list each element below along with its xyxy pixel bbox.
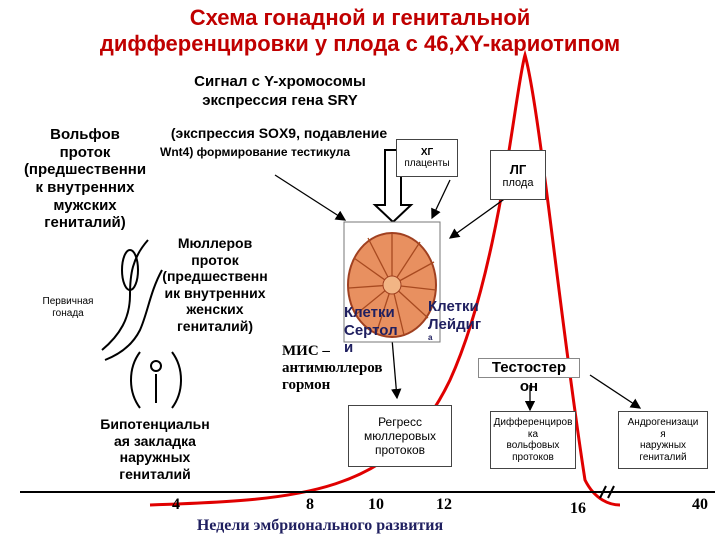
wolff-duct-label: Вольфов проток (предшественни к внутренн… xyxy=(6,126,164,232)
wolff-diff-box: Дифференциров ка вольфовых протоков xyxy=(490,411,576,469)
androgen-line-4: гениталий xyxy=(639,451,687,463)
wolff-line-3: (предшественни xyxy=(23,161,147,179)
regress-box: Регресс мюллеровых протоков xyxy=(348,405,452,467)
sertoli-line-2: Сертол xyxy=(344,321,398,339)
tick-4: 4 xyxy=(172,496,180,513)
external-genital-icon xyxy=(130,351,182,409)
mis-line-3: гормон xyxy=(282,376,331,393)
wolff-line-6: гениталий) xyxy=(44,214,126,232)
wolff-line-4: к внутренних xyxy=(35,179,135,197)
muller-line-4: ик внутренних xyxy=(164,284,266,301)
muller-line-5: женских xyxy=(186,301,244,318)
leydig-line-2: Лейдиг xyxy=(428,315,482,333)
testosterone-line-2: он xyxy=(519,377,539,395)
wolff-diff-line-4: протоков xyxy=(512,451,554,463)
muller-line-6: гениталий) xyxy=(176,317,254,334)
bipotential-line-2: ая закладка xyxy=(114,432,196,449)
arrow-lh-to-leydig xyxy=(448,194,511,239)
primary-gonad-line-2: гонада xyxy=(52,307,84,319)
primary-gonad-line-1: Первичная xyxy=(42,296,94,307)
hcg-box: ХГ плаценты xyxy=(396,139,458,177)
title-line-2: дифференцировки у плода с 46,XY-кариотип… xyxy=(99,31,621,56)
androgen-line-3: наружных xyxy=(639,440,687,451)
lh-line-2: плода xyxy=(502,176,534,189)
tick-40: 40 xyxy=(692,496,708,513)
bipotential-line-1: Бипотенциальн xyxy=(100,416,210,432)
primary-gonad-label: Первичная гонада xyxy=(28,296,108,320)
wolff-diff-line-2: ка xyxy=(527,428,539,440)
testosterone-line-1: Тестостер xyxy=(478,358,580,378)
wolff-diff-line-1: Дифференциров xyxy=(493,417,573,428)
signal-line-3: (экспрессия SOX9, подавление xyxy=(170,125,388,141)
gonad-duct-illustration xyxy=(101,239,163,361)
arrow-to-androgen xyxy=(589,374,642,409)
title-line-1: Схема гонадной и генитальной xyxy=(189,5,531,30)
signal-line-4: Wnt4) формирование тестикула xyxy=(160,145,351,159)
bipotential-line-3: наружных xyxy=(119,449,191,466)
sertoli-line-3: и xyxy=(344,339,354,357)
testosterone-label: Тестостер он xyxy=(478,358,580,395)
androgen-line-2: я xyxy=(660,428,666,440)
hcg-line-2: плаценты xyxy=(404,158,450,169)
muller-line-3: (предшественн xyxy=(162,268,268,285)
testis-illustration xyxy=(343,221,441,343)
signal-line-1: Сигнал с Y-хромосомы xyxy=(194,73,366,90)
bipotential-label: Бипотенциальн ая закладка наружных генит… xyxy=(70,416,240,482)
androgen-box: Андрогенизаци я наружных гениталий xyxy=(618,411,708,469)
wolff-diff-line-3: вольфовых xyxy=(506,440,560,451)
sertoli-cells-label: Клетки Сертол и xyxy=(344,304,410,357)
tick-8: 8 xyxy=(306,496,314,513)
hormone-curve xyxy=(149,49,621,507)
hcg-line-1: ХГ xyxy=(420,147,434,158)
regress-line-2: мюллеровых xyxy=(363,429,436,443)
tick-16: 16 xyxy=(570,500,586,517)
mis-label: МИС – антимюллеров гормон xyxy=(282,332,412,404)
wolff-line-5: мужских xyxy=(53,196,117,214)
timeline-label: Недели эмбрионального развития xyxy=(196,517,444,534)
lh-line-1: ЛГ xyxy=(509,161,527,177)
tick-12: 12 xyxy=(436,496,452,513)
tick-10: 10 xyxy=(368,496,384,513)
bipotential-line-4: гениталий xyxy=(119,465,191,482)
regress-line-1: Регресс xyxy=(378,415,422,429)
leydig-line-3: а xyxy=(428,333,433,343)
axis-break-icon xyxy=(599,485,615,499)
arrow-signal-to-wolff xyxy=(274,174,347,221)
arrow-hcg-to-leydig xyxy=(431,179,451,220)
muller-duct-label: Мюллеров проток (предшественн ик внутрен… xyxy=(150,235,280,334)
wolff-line-2: проток xyxy=(59,143,111,161)
muller-line-1: Мюллеров xyxy=(177,235,253,251)
wolff-line-1: Вольфов xyxy=(50,126,120,143)
leydig-cells-label: Клетки Лейдиг а xyxy=(428,298,498,343)
leydig-line-1: Клетки xyxy=(428,298,479,315)
mis-line-1: МИС – xyxy=(282,342,330,360)
mis-line-2: антимюллеров xyxy=(282,359,383,376)
androgen-line-1: Андрогенизаци xyxy=(627,417,699,428)
signal-line-2: экспрессия гена SRY xyxy=(202,92,358,109)
muller-line-2: проток xyxy=(191,251,239,268)
regress-line-3: протоков xyxy=(374,443,426,457)
sertoli-line-1: Клетки xyxy=(344,304,395,321)
lh-box: ЛГ плода xyxy=(490,150,546,200)
